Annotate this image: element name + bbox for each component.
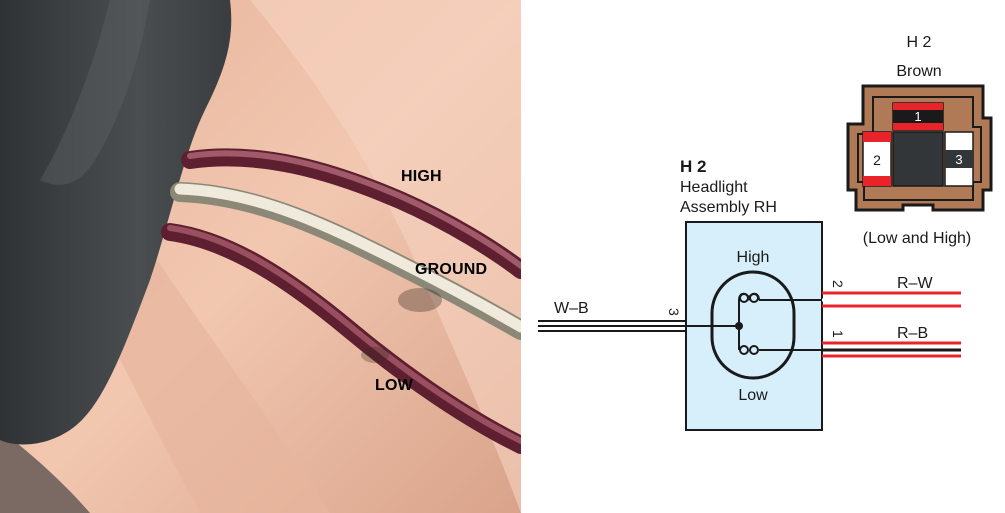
connector-color-name: Brown xyxy=(896,63,941,80)
connector-caption: (Low and High) xyxy=(863,230,972,247)
connector-pin-2: 2 xyxy=(862,131,892,187)
connector-pin-3-label: 3 xyxy=(955,152,962,167)
wire-w-b-pin-number: 3 xyxy=(666,308,682,316)
connector-center-block xyxy=(892,131,944,187)
wire-photo: HIGH GROUND LOW xyxy=(0,0,521,513)
ground-wire-label: GROUND xyxy=(415,261,488,278)
component-name-line2: Assembly RH xyxy=(680,199,777,216)
wire-photo-graphic xyxy=(0,0,521,513)
connector-pin-3: 3 xyxy=(944,131,974,187)
connector-pin-1-label: 1 xyxy=(914,109,921,124)
high-wire-label: HIGH xyxy=(401,168,442,185)
wiring-diagram-graphic: H 2 Brown 1 2 xyxy=(538,34,993,431)
ground-junction-dot xyxy=(735,322,743,330)
connector-pin-2-label: 2 xyxy=(873,152,881,168)
wire-r-w-pin-number: 2 xyxy=(830,280,846,288)
connector-pin-1: 1 xyxy=(892,102,944,131)
wire-high-r-w: R–W 2 xyxy=(822,275,961,308)
connector-view: H 2 Brown 1 2 xyxy=(846,34,993,247)
wire-low-r-b: R–B 1 xyxy=(822,325,961,358)
wire-r-w-color-code: R–W xyxy=(897,275,933,292)
wire-w-b-color-code: W–B xyxy=(554,300,589,317)
wire-ground-w-b: W–B 3 xyxy=(538,300,686,332)
low-wire-label: LOW xyxy=(375,377,413,394)
high-filament-label: High xyxy=(737,249,770,266)
wiring-diagram: H 2 Brown 1 2 xyxy=(521,0,1005,513)
low-filament-label: Low xyxy=(738,387,768,404)
bulb-filaments xyxy=(738,292,821,355)
connector-code: H 2 xyxy=(907,34,932,51)
component-code: H 2 xyxy=(680,157,706,176)
wire-r-b-color-code: R–B xyxy=(897,325,928,342)
wire-r-b-pin-number: 1 xyxy=(830,330,846,338)
component-name-line1: Headlight xyxy=(680,179,748,196)
